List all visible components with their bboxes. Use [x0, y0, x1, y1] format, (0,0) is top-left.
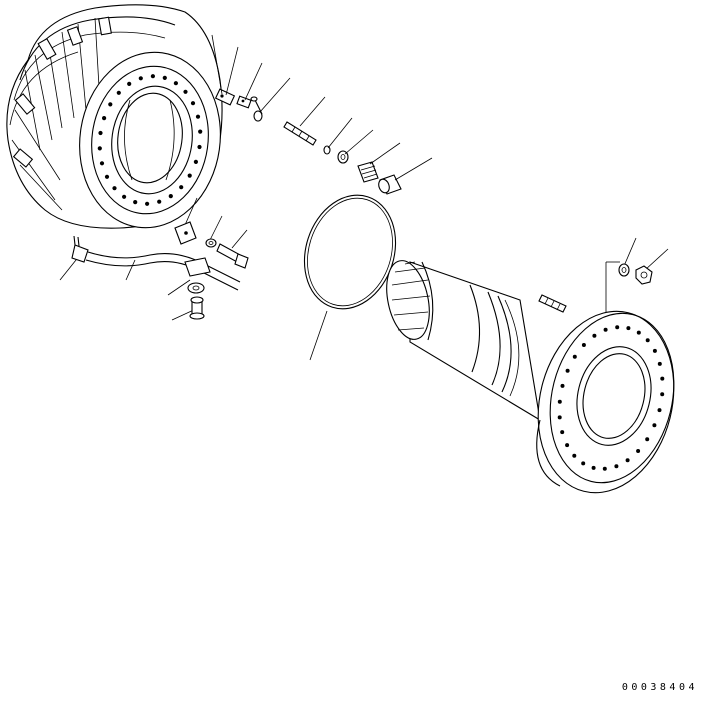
bolt	[236, 95, 252, 109]
bolt-hole	[150, 74, 155, 79]
bolt-hole	[636, 449, 641, 453]
bolt-hole	[162, 75, 167, 80]
bolt-hole	[625, 458, 630, 463]
housing-ribs	[11, 16, 112, 211]
bolt-hole	[626, 326, 631, 331]
bolt-hole	[116, 90, 121, 95]
bolt-hole	[187, 173, 192, 178]
bolt-hole	[602, 466, 607, 471]
hose-bolt-group	[187, 282, 205, 320]
bolt-hole	[179, 185, 184, 190]
elbow-fitting	[214, 88, 236, 106]
bolt-hole	[133, 200, 138, 205]
bolt-hole	[557, 399, 562, 404]
spindle-bolt-holes	[557, 325, 665, 471]
bolt-hole	[645, 437, 650, 442]
bolt-hole	[145, 201, 150, 206]
brake-hose	[71, 235, 241, 291]
bolt-hole	[603, 327, 608, 332]
bolt-hole	[108, 102, 113, 107]
bolt-hole	[560, 383, 565, 388]
bolt-hole	[636, 330, 641, 335]
bolt-hole	[615, 325, 620, 330]
adapter	[357, 161, 379, 183]
bolt-hole	[190, 101, 196, 106]
bolt-hole	[193, 159, 198, 164]
bleed-valve	[283, 121, 317, 146]
bolt-hole	[557, 415, 562, 420]
bolt-hole	[168, 194, 173, 199]
bolt-hole	[197, 144, 202, 150]
bolt-hole	[572, 453, 577, 458]
bolt-hole	[657, 361, 662, 366]
wheel-hub-housing	[6, 4, 223, 229]
bolt-hole	[660, 392, 665, 397]
bolt-hole	[122, 194, 127, 199]
bolt-hole	[127, 81, 132, 86]
axle-spindle	[386, 260, 675, 494]
stud	[538, 294, 567, 313]
bolt-hole	[565, 368, 570, 373]
bolt-hole	[591, 465, 596, 470]
bolt-hole	[173, 81, 178, 86]
bolt-hole	[614, 464, 619, 469]
bolt-hole	[565, 443, 570, 448]
bolt-hole	[99, 161, 105, 166]
bolt-hole	[581, 343, 586, 347]
bolt-hole	[652, 423, 657, 428]
fitting-parts-row	[214, 88, 402, 195]
bolt-hole	[592, 333, 597, 338]
clip-bolt-group	[174, 221, 249, 269]
leader-lines	[59, 34, 669, 361]
bolt-hole	[195, 114, 201, 119]
bolt-hole	[97, 146, 102, 151]
bolt-hole	[157, 199, 162, 204]
washer-nut-group	[618, 263, 653, 285]
bolt-hole	[660, 376, 665, 381]
bolt-hole	[198, 129, 203, 134]
bolt-hole	[652, 348, 657, 353]
bolt-hole	[183, 89, 188, 94]
bolt-hole	[112, 186, 117, 191]
bolt-hole	[102, 116, 107, 121]
bolt-hole	[560, 430, 565, 435]
bolt-hole	[657, 408, 662, 413]
housing-bolt-holes	[97, 74, 203, 206]
figure-number: 00038404	[621, 682, 698, 693]
bolt-hole	[645, 338, 650, 343]
plug	[378, 174, 402, 195]
bolt-hole	[572, 354, 577, 359]
bolt-hole	[581, 461, 586, 466]
bolt-hole	[138, 76, 143, 81]
bolt-hole	[104, 174, 110, 179]
o-ring-seal	[303, 194, 397, 310]
bolt-hole	[98, 130, 103, 136]
pin	[250, 96, 263, 122]
